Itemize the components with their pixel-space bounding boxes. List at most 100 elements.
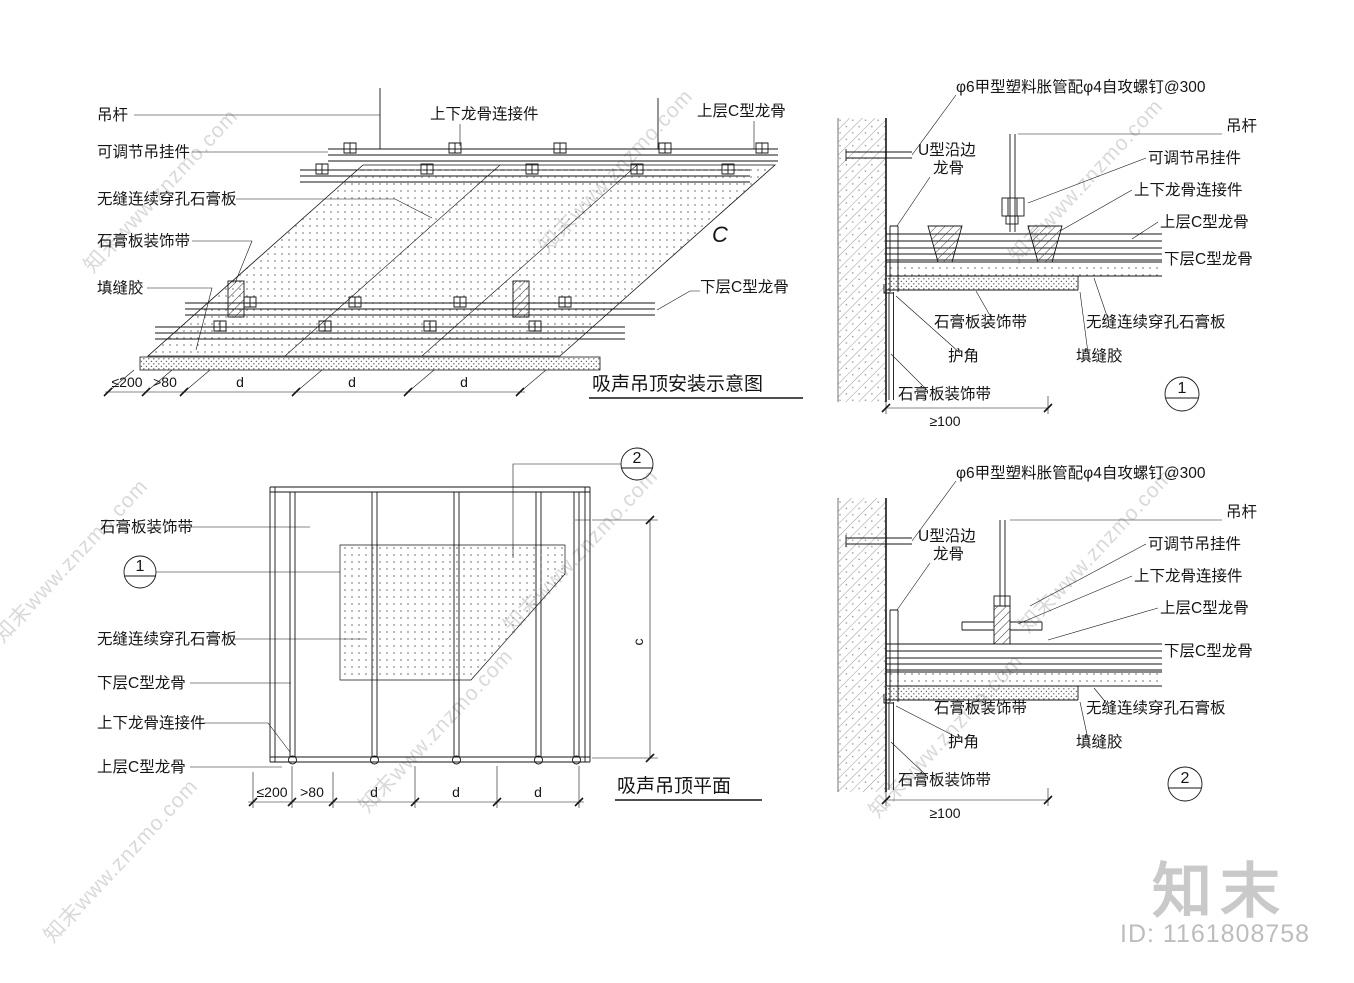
label-sealant: 填缝胶 xyxy=(97,279,144,297)
dim-label: d xyxy=(348,374,356,390)
wall-hatch xyxy=(838,118,886,402)
keel-bands xyxy=(886,643,1162,671)
plan-dim-c xyxy=(592,515,658,763)
label-decor-strip: 石膏板装饰带 xyxy=(100,518,193,536)
iso-dimension xyxy=(103,369,547,397)
dim-label: d xyxy=(534,784,542,800)
lower-keel-rails xyxy=(155,296,655,340)
dim-label: ≥100 xyxy=(929,413,960,429)
decor-strip-blocks xyxy=(227,280,530,318)
label-decor-strip: 石膏板装饰带 xyxy=(97,232,190,250)
label-keel-connector: 上下龙骨连接件 xyxy=(1134,181,1243,199)
keel-bands xyxy=(886,225,1162,263)
label-decor-strip-2: 石膏板装饰带 xyxy=(898,385,991,403)
iso-view-title: 吸声吊顶安装示意图 xyxy=(592,373,763,395)
label-decor-strip: 石膏板装饰带 xyxy=(934,699,1027,717)
label-upper-keel: 上层C型龙骨 xyxy=(97,758,186,776)
front-edge-strip xyxy=(139,356,601,371)
dim-label: d xyxy=(452,784,460,800)
label-sealant: 填缝胶 xyxy=(1076,733,1123,751)
c-keel-mark: C xyxy=(712,222,728,247)
label-hanger-rod: 吊杆 xyxy=(97,106,128,124)
detail2-dimension xyxy=(881,788,1053,806)
label-upper-keel: 上层C型龙骨 xyxy=(697,102,786,120)
detail-number: 1 xyxy=(136,558,145,575)
label-hanger-rod: 吊杆 xyxy=(1226,503,1257,521)
label-perforated-board: 无缝连续穿孔石膏板 xyxy=(1086,699,1226,717)
detail-2-section: 2 φ6甲型塑料胀管配φ4自攻螺钉@300 吊杆 U型沿边 龙骨 可调节吊挂件 … xyxy=(837,464,1257,821)
expansion-bolt xyxy=(845,480,957,547)
iso-leader-lines xyxy=(134,114,755,351)
label-decor-strip: 石膏板装饰带 xyxy=(934,313,1027,331)
perforated-board-area xyxy=(339,544,566,681)
dim-label: ≤200 xyxy=(256,784,287,800)
label-lower-keel: 下层C型龙骨 xyxy=(97,674,186,692)
plan-bubble-1: 1 xyxy=(123,555,157,589)
dim-label: >80 xyxy=(153,374,177,390)
detail-2-bubble: 2 xyxy=(1167,766,1203,802)
detail1-dimension xyxy=(881,396,1053,414)
dim-label: d xyxy=(370,784,378,800)
wall-hatch xyxy=(838,498,886,792)
label-perforated-board: 无缝连续穿孔石膏板 xyxy=(97,630,237,648)
hanger-rod xyxy=(993,520,1011,607)
hanger-rod xyxy=(1001,134,1025,232)
znzmo-logo: 知末 xyxy=(1152,858,1288,925)
label-corner-guard: 护角 xyxy=(948,347,979,365)
label-lower-keel: 下层C型龙骨 xyxy=(700,278,789,296)
label-perforated-board: 无缝连续穿孔石膏板 xyxy=(1086,313,1226,331)
gypsum-board xyxy=(886,671,1162,687)
hanger-rods xyxy=(379,88,659,149)
dim-label: d xyxy=(236,374,244,390)
label-keel-connector: 上下龙骨连接件 xyxy=(430,105,539,123)
label-keel-connector: 上下龙骨连接件 xyxy=(97,714,206,732)
label-keel-connector: 上下龙骨连接件 xyxy=(1134,567,1243,585)
label-adjustable-hanger: 可调节吊挂件 xyxy=(97,143,190,161)
decor-strip-band xyxy=(886,276,1079,291)
label-edge-keel-1: U型沿边 xyxy=(918,527,976,545)
label-corner-guard: 护角 xyxy=(948,733,979,751)
plan-leader-lines xyxy=(156,463,621,768)
label-lower-keel: 下层C型龙骨 xyxy=(1164,250,1253,268)
wall-finish-strip xyxy=(888,292,894,400)
label-edge-keel-2: 龙骨 xyxy=(933,159,964,177)
detail2-leader-lines xyxy=(890,519,1222,778)
label-edge-keel-2: 龙骨 xyxy=(933,545,964,563)
watermark-id: ID: 1161808758 xyxy=(1120,920,1311,948)
detail-1-section: 1 φ6甲型塑料胀管配φ4自攻螺钉@300 吊杆 U型沿边 龙骨 可调节吊挂件 … xyxy=(837,78,1257,429)
perforated-gypsum-board xyxy=(146,164,777,357)
label-decor-strip-2: 石膏板装饰带 xyxy=(898,771,991,789)
wall-finish-strip xyxy=(888,702,894,790)
gypsum-board xyxy=(886,261,1162,277)
plan-view: 1 2 石膏板装饰带 无缝连续穿孔石膏板 下层C型龙骨 上下龙骨连接件 上层C型… xyxy=(97,447,762,808)
label-adjustable-hanger: 可调节吊挂件 xyxy=(1148,535,1241,553)
keel-connector-assembly xyxy=(961,605,1043,645)
corner-guard xyxy=(883,694,893,704)
detail-number: 2 xyxy=(1181,770,1190,787)
iso-view: 吊杆 可调节吊挂件 无缝连续穿孔石膏板 石膏板装饰带 填缝胶 上下龙骨连接件 上… xyxy=(97,88,803,399)
detail-number: 2 xyxy=(633,450,642,467)
plan-view-title: 吸声吊顶平面 xyxy=(617,775,731,797)
label-perforated-board: 无缝连续穿孔石膏板 xyxy=(97,190,237,208)
plan-bubble-2: 2 xyxy=(620,447,654,481)
detail-1-bubble: 1 xyxy=(1164,376,1200,412)
label-anchor-note: φ6甲型塑料胀管配φ4自攻螺钉@300 xyxy=(956,78,1206,96)
u-edge-keel xyxy=(889,225,899,292)
dim-label: ≤200 xyxy=(111,374,142,390)
label-anchor-note: φ6甲型塑料胀管配φ4自攻螺钉@300 xyxy=(956,464,1206,482)
u-edge-keel xyxy=(889,609,899,702)
label-upper-keel: 上层C型龙骨 xyxy=(1160,213,1249,231)
label-lower-keel: 下层C型龙骨 xyxy=(1164,642,1253,660)
dim-label: d xyxy=(460,374,468,390)
dim-label: ≥100 xyxy=(929,805,960,821)
label-upper-keel: 上层C型龙骨 xyxy=(1160,599,1249,617)
plan-outline xyxy=(269,486,591,763)
label-hanger-rod: 吊杆 xyxy=(1226,117,1257,135)
detail-number: 1 xyxy=(1178,380,1187,397)
label-edge-keel-1: U型沿边 xyxy=(918,141,976,159)
decor-strip-band xyxy=(886,686,1079,701)
dim-label-c: c xyxy=(630,639,646,646)
label-adjustable-hanger: 可调节吊挂件 xyxy=(1148,149,1241,167)
